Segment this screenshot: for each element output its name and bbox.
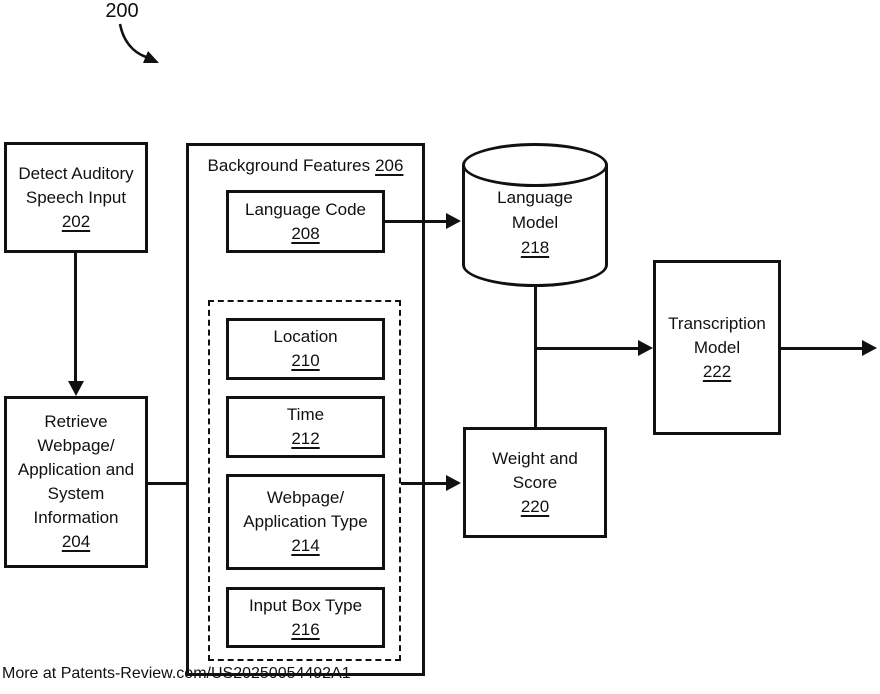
node-label: Time (286, 405, 325, 424)
node-ref: 220 (520, 496, 550, 516)
node-input-box-type: Input Box Type 216 (226, 587, 385, 648)
node-label: Language Code (244, 199, 366, 219)
node-label: Transcription Model (668, 313, 766, 357)
arrow-languagecode-to-languagemodel-head (446, 213, 461, 229)
arrow-branch-to-transcription-head (638, 340, 653, 356)
arrow-transcription-output-head (862, 340, 877, 356)
node-ref: 222 (702, 361, 732, 381)
group-context-features-dashed (208, 300, 401, 661)
node-detect-auditory-speech-input: Detect Auditory Speech Input 202 (4, 142, 148, 253)
node-ref: 202 (61, 211, 91, 231)
group-title-label: Background Features (207, 156, 371, 175)
node-ref: 212 (291, 429, 320, 448)
arrow-retrieve-to-group-line (148, 482, 194, 485)
node-label: Detect Auditory Speech Input (18, 163, 134, 207)
node-label: Location (273, 327, 338, 346)
node-retrieve-information: Retrieve Webpage/ Application and System… (4, 396, 148, 568)
arrow-group-to-weightscore-line (401, 482, 446, 485)
node-language-model-cylinder: Language Model 218 (462, 143, 608, 287)
node-label: Retrieve Webpage/ Application and System… (17, 412, 135, 527)
node-ref: 204 (61, 532, 91, 551)
figure-number: 200 (105, 0, 139, 22)
watermark-text: More at Patents-Review.com/US20250054492… (2, 665, 351, 682)
node-label-wrap: Language Model 218 (462, 185, 608, 260)
node-ref: 218 (520, 238, 550, 257)
node-ref: 208 (291, 223, 320, 243)
node-location: Location 210 (226, 318, 385, 380)
node-weight-and-score: Weight and Score 220 (463, 427, 607, 538)
node-ref: 216 (291, 619, 320, 639)
node-label: Webpage/ Application Type (243, 488, 368, 531)
arrow-detect-to-retrieve-head (68, 381, 84, 396)
arrow-languagecode-to-languagemodel-line (385, 220, 446, 223)
arrow-branch-to-transcription-line (535, 347, 638, 350)
connector-languagemodel-to-weightscore (534, 285, 537, 427)
arrow-group-to-weightscore-head (446, 475, 461, 491)
node-label: Input Box Type (248, 595, 363, 615)
node-ref: 214 (291, 536, 320, 555)
node-label: Language Model (497, 188, 573, 232)
node-label: Weight and Score (492, 448, 578, 492)
arrow-transcription-output-line (781, 347, 862, 350)
group-title-ref: 206 (375, 156, 404, 175)
node-transcription-model: Transcription Model 222 (653, 260, 781, 435)
arrow-detect-to-retrieve-line (74, 253, 77, 383)
node-language-code: Language Code 208 (226, 190, 385, 253)
figure-pointer-arrow (118, 23, 159, 63)
node-webpage-application-type: Webpage/ Application Type 214 (226, 474, 385, 570)
cylinder-top-ellipse (462, 143, 608, 187)
node-time: Time 212 (226, 396, 385, 458)
node-ref: 210 (291, 351, 320, 370)
